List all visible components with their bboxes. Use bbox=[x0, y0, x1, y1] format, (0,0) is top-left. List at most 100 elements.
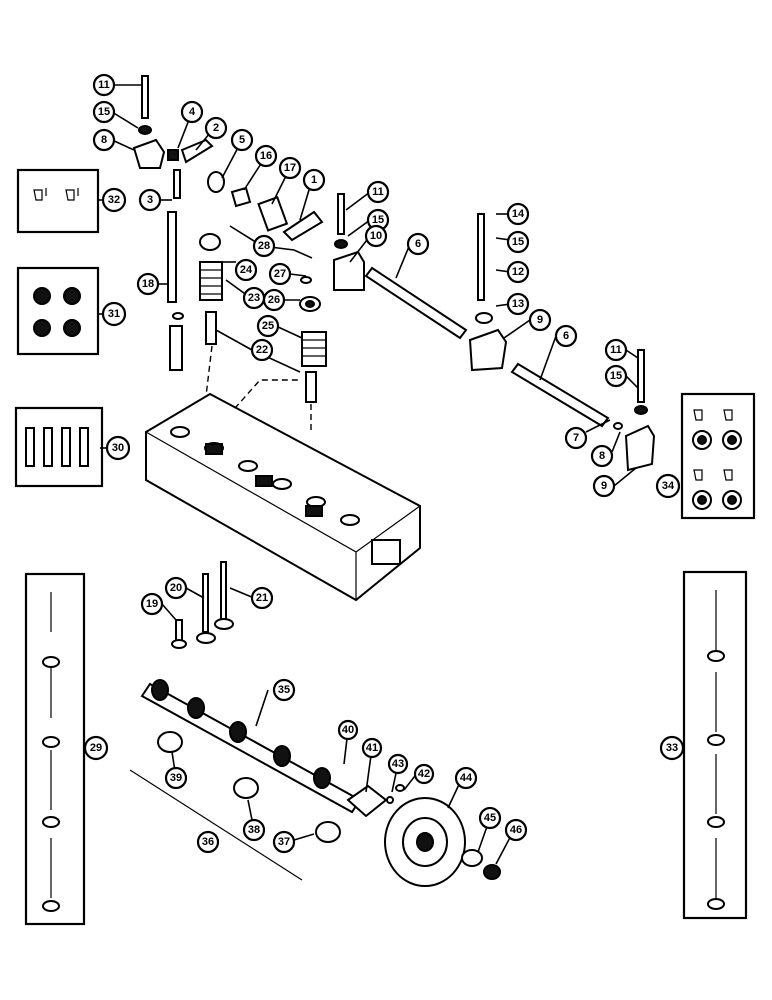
kit-box-30 bbox=[14, 406, 104, 488]
callout-label: 7 bbox=[573, 432, 579, 444]
callout-label: 9 bbox=[537, 314, 543, 326]
camshaft-group bbox=[129, 679, 501, 887]
callout-17: 17 bbox=[278, 156, 302, 180]
callout-label: 15 bbox=[372, 214, 384, 226]
callout-42: 42 bbox=[413, 763, 435, 785]
callout-34: 34 bbox=[655, 473, 681, 499]
callout-40: 40 bbox=[337, 719, 359, 741]
callout-15c: 15 bbox=[506, 230, 530, 254]
callout-label: 20 bbox=[170, 582, 182, 594]
callout-label: 45 bbox=[484, 812, 496, 824]
callout-label: 19 bbox=[146, 598, 158, 610]
kit-box-32 bbox=[16, 168, 100, 234]
callout-label: 8 bbox=[101, 134, 107, 146]
callout-39: 39 bbox=[164, 766, 188, 790]
callout-15: 15 bbox=[92, 100, 116, 124]
callout-18: 18 bbox=[136, 272, 160, 296]
callout-6a: 6 bbox=[406, 232, 430, 256]
callout-16: 16 bbox=[254, 144, 278, 168]
callout-label: 31 bbox=[108, 308, 120, 320]
callout-label: 26 bbox=[268, 294, 280, 306]
callout-label: 8 bbox=[599, 450, 605, 462]
callout-label: 4 bbox=[189, 106, 196, 118]
rocker-parts bbox=[132, 75, 656, 472]
callout-31: 31 bbox=[101, 301, 127, 327]
callout-37: 37 bbox=[272, 830, 296, 854]
callout-36: 36 bbox=[196, 830, 220, 854]
kit-box-34 bbox=[680, 392, 756, 520]
callout-29: 29 bbox=[83, 735, 109, 761]
callout-28: 28 bbox=[252, 234, 276, 258]
callout-label: 11 bbox=[372, 186, 384, 198]
callout-label: 14 bbox=[512, 208, 525, 220]
callout-5: 5 bbox=[230, 128, 254, 152]
callout-35: 35 bbox=[272, 678, 296, 702]
callout-6b: 6 bbox=[554, 324, 578, 348]
callout-label: 15 bbox=[512, 236, 524, 248]
callout-label: 39 bbox=[170, 772, 182, 784]
callout-label: 9 bbox=[601, 480, 607, 492]
callout-label: 23 bbox=[248, 292, 260, 304]
valve-train-parts bbox=[167, 211, 327, 432]
callout-label: 13 bbox=[512, 298, 524, 310]
valves-loose bbox=[171, 561, 234, 649]
callout-20: 20 bbox=[164, 576, 188, 600]
callout-label: 30 bbox=[112, 442, 124, 454]
callout-label: 21 bbox=[256, 592, 268, 604]
kit-box-33 bbox=[682, 570, 748, 920]
callout-label: 37 bbox=[278, 836, 290, 848]
callout-label: 24 bbox=[240, 264, 253, 276]
callout-23: 23 bbox=[242, 286, 266, 310]
callout-label: 11 bbox=[610, 344, 622, 356]
callout-label: 10 bbox=[370, 230, 382, 242]
callout-11c: 11 bbox=[604, 338, 628, 362]
callout-8: 8 bbox=[92, 128, 116, 152]
callout-9b: 9 bbox=[592, 474, 616, 498]
callout-13: 13 bbox=[506, 292, 530, 316]
callout-label: 43 bbox=[392, 758, 404, 770]
callout-3: 3 bbox=[138, 188, 162, 212]
kit-box-29 bbox=[24, 572, 86, 926]
callout-label: 40 bbox=[342, 724, 354, 736]
callout-21: 21 bbox=[250, 586, 274, 610]
callout-43: 43 bbox=[387, 753, 409, 775]
callout-label: 35 bbox=[278, 684, 290, 696]
callout-label: 16 bbox=[260, 150, 272, 162]
callout-27: 27 bbox=[268, 262, 292, 286]
callout-8b: 8 bbox=[590, 444, 614, 468]
callout-label: 1 bbox=[311, 174, 317, 186]
callout-label: 2 bbox=[213, 122, 219, 134]
callout-11: 11 bbox=[92, 73, 116, 97]
callout-label: 18 bbox=[142, 278, 154, 290]
callout-label: 38 bbox=[248, 824, 260, 836]
callout-41: 41 bbox=[361, 737, 383, 759]
callout-label: 42 bbox=[418, 768, 430, 780]
callout-label: 6 bbox=[415, 238, 421, 250]
callout-label: 32 bbox=[108, 194, 120, 206]
callout-4: 4 bbox=[180, 100, 204, 124]
callout-label: 33 bbox=[666, 742, 678, 754]
callout-label: 5 bbox=[239, 134, 245, 146]
callout-15d: 15 bbox=[604, 364, 628, 388]
callout-32: 32 bbox=[101, 187, 127, 213]
callout-45: 45 bbox=[478, 806, 502, 830]
callout-46: 46 bbox=[504, 818, 528, 842]
callout-label: 27 bbox=[274, 268, 286, 280]
callout-label: 15 bbox=[610, 370, 622, 382]
callout-44: 44 bbox=[454, 766, 478, 790]
callout-label: 15 bbox=[98, 106, 110, 118]
callout-label: 17 bbox=[284, 162, 296, 174]
callout-label: 3 bbox=[147, 194, 153, 206]
callout-26: 26 bbox=[262, 288, 286, 312]
callout-33: 33 bbox=[659, 735, 685, 761]
callout-label: 22 bbox=[256, 344, 268, 356]
callout-2: 2 bbox=[204, 116, 228, 140]
callout-22: 22 bbox=[250, 338, 274, 362]
callout-1: 1 bbox=[302, 168, 326, 192]
callout-label: 46 bbox=[510, 824, 522, 836]
callout-30: 30 bbox=[105, 435, 131, 461]
cylinder-head bbox=[145, 392, 421, 602]
callout-25: 25 bbox=[256, 314, 280, 338]
callout-19: 19 bbox=[140, 592, 164, 616]
